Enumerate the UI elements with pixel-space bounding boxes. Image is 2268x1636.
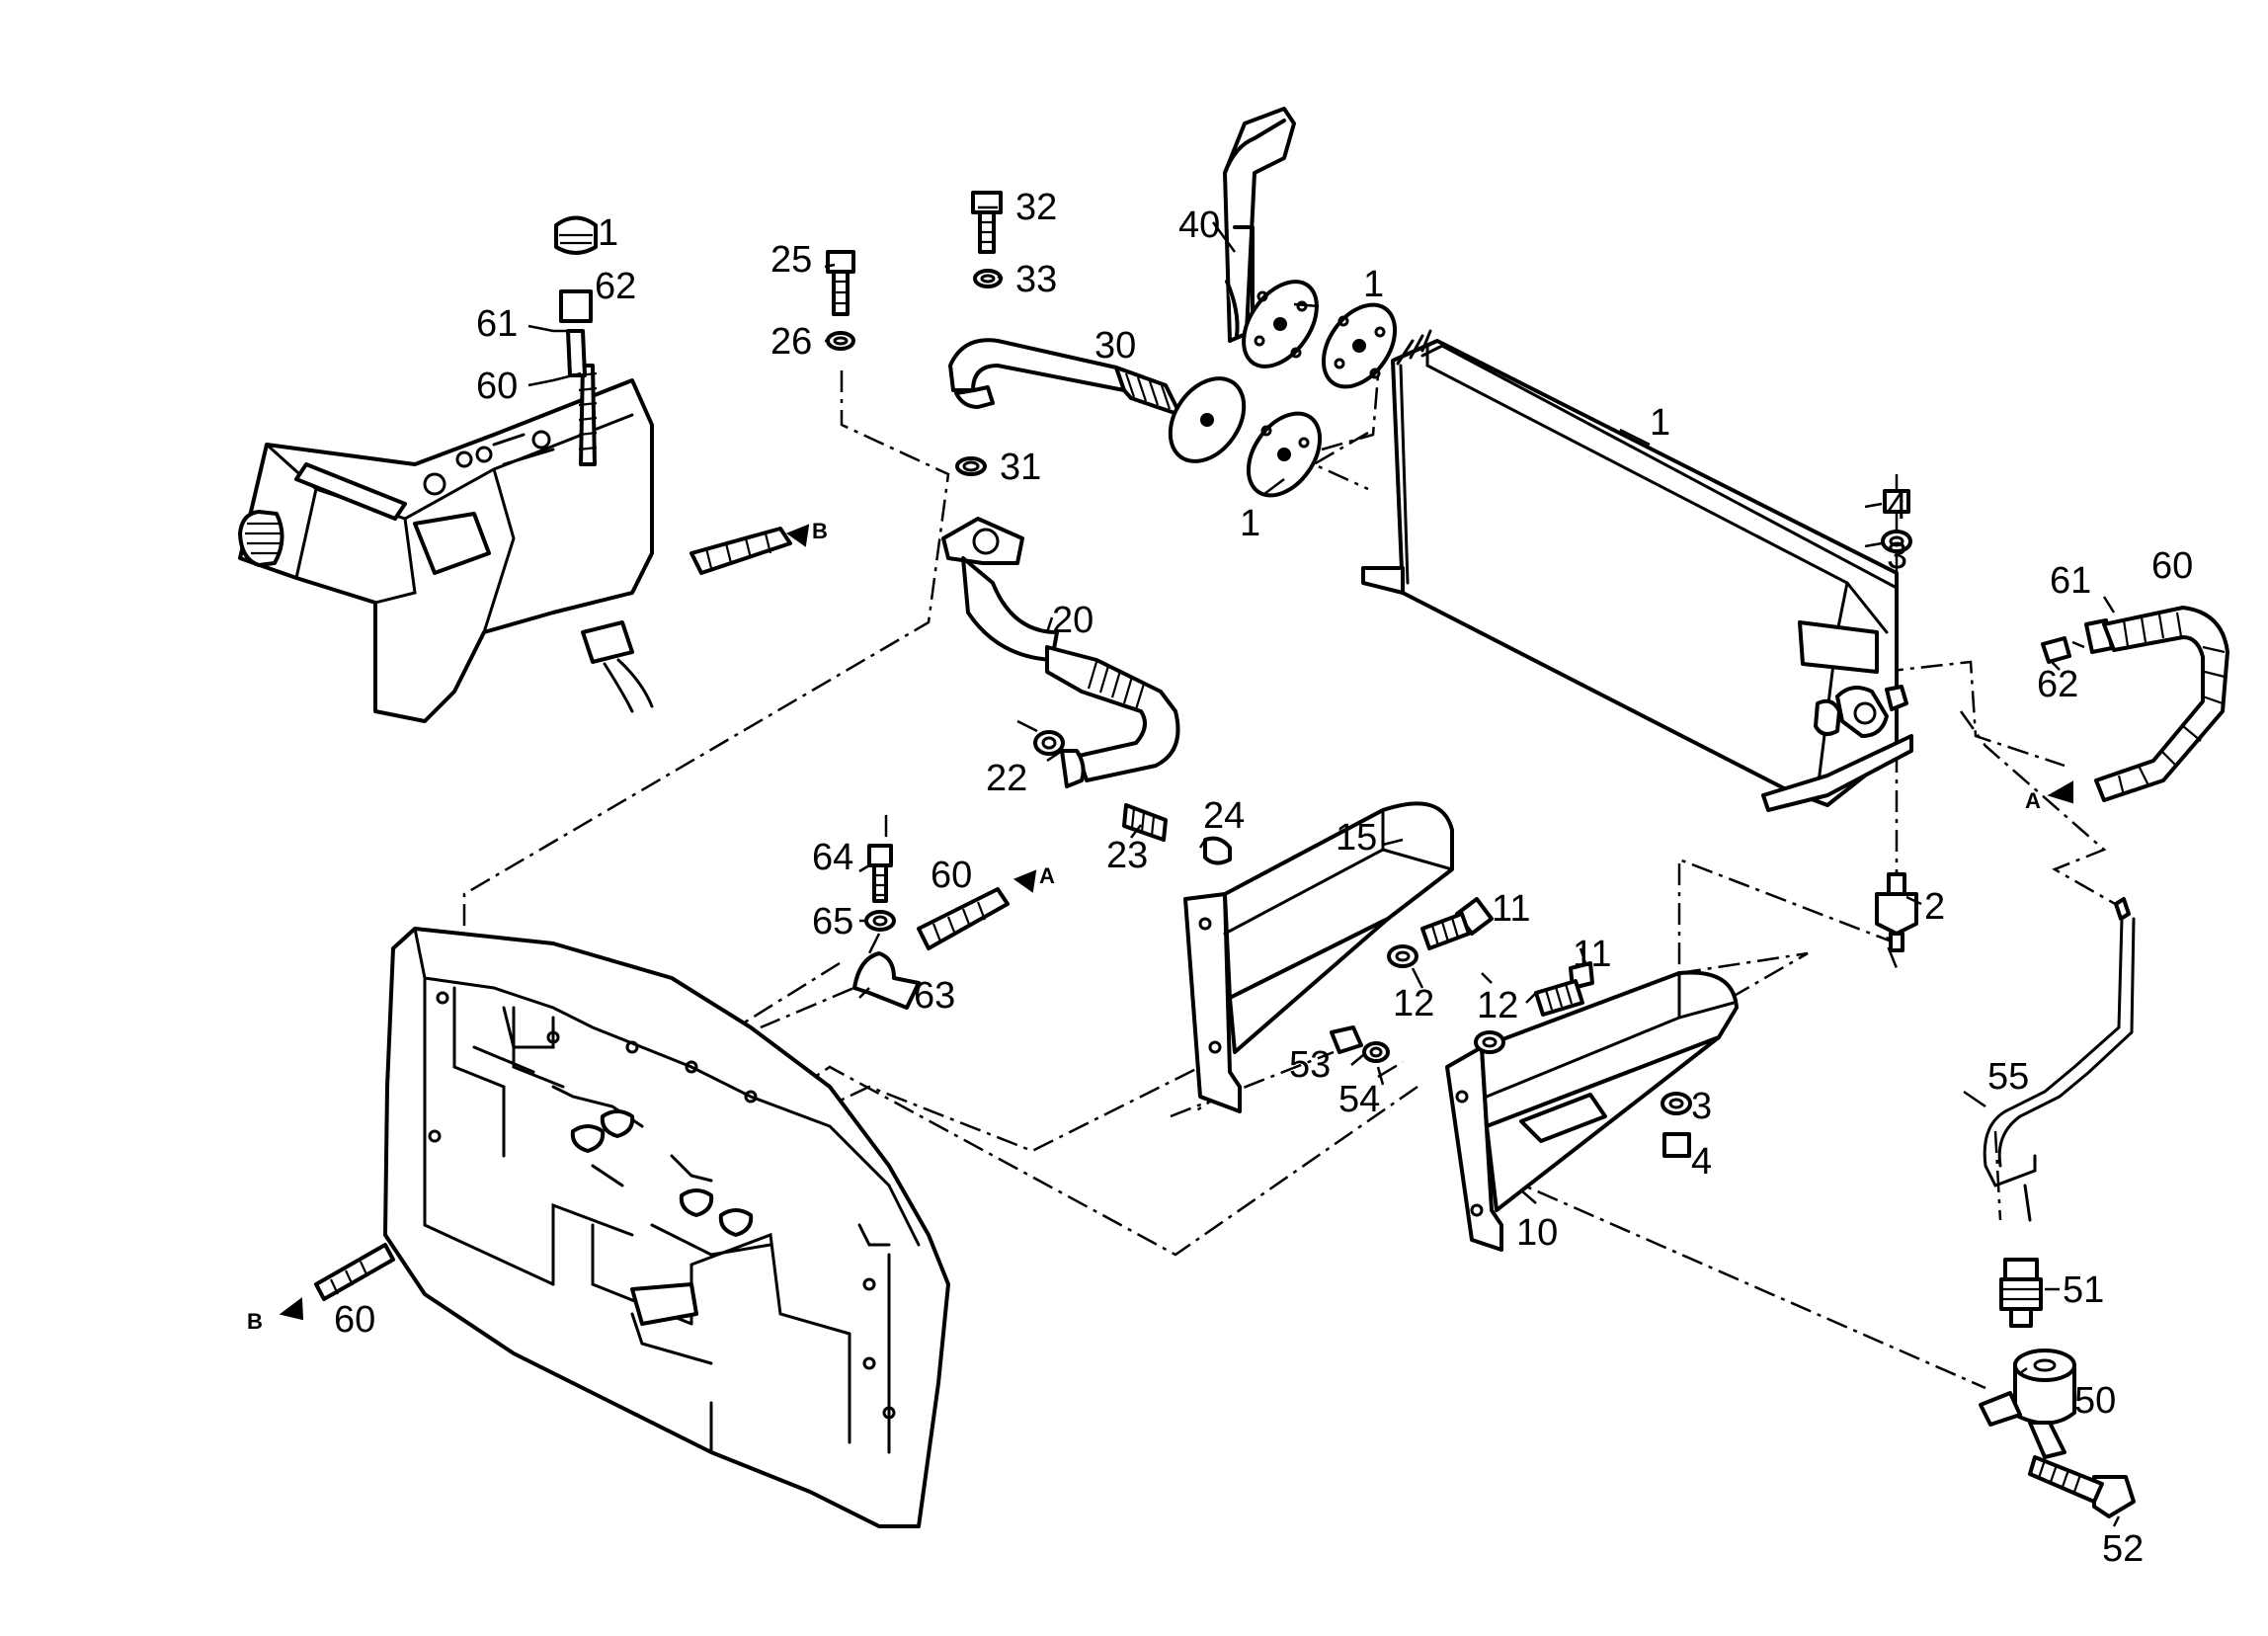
label-bolt-11-upper: 11	[1492, 888, 1530, 930]
label-bolt-11-lower: 11	[1573, 934, 1611, 975]
label-washer-65: 65	[812, 901, 853, 942]
brackets	[1183, 801, 1739, 1252]
label-washer-54: 54	[1338, 1079, 1380, 1120]
exhaust-parts	[826, 107, 1398, 865]
label-flange-upper-1: 1	[1363, 264, 1384, 305]
label-mount-2: 2	[1924, 886, 1945, 928]
label-washer-12-upper: 12	[1393, 983, 1434, 1024]
label-tank-cap: 1	[598, 212, 618, 254]
label-nut-24: 24	[1203, 795, 1245, 837]
label-hose-60-left: 60	[334, 1299, 375, 1341]
label-bolt-32: 32	[1015, 187, 1057, 228]
arrow-b-tank-label: B	[812, 519, 828, 543]
arrow-a-right-label: A	[2025, 788, 2041, 813]
arrow-b-left-label: B	[247, 1309, 263, 1334]
label-gasket-22: 22	[986, 758, 1027, 799]
label-washer-33: 33	[1015, 259, 1057, 300]
label-solenoid-50: 50	[2074, 1380, 2116, 1422]
label-flange-lower-1: 1	[1240, 503, 1260, 544]
label-insert-62-right: 62	[2037, 664, 2078, 705]
label-washer-3-top: 3	[1887, 535, 1907, 577]
label-connector-51: 51	[2063, 1269, 2104, 1311]
label-bolt-64: 64	[812, 837, 853, 878]
leader-lines	[527, 205, 2121, 1527]
label-washer-26: 26	[770, 321, 812, 363]
center-hardware	[314, 844, 1010, 1301]
label-pipe-30: 30	[1094, 325, 1136, 367]
label-nut-53: 53	[1289, 1044, 1331, 1086]
label-bracket-10: 10	[1516, 1212, 1558, 1254]
label-cable-55: 55	[1987, 1056, 2029, 1098]
label-bracket-15: 15	[1336, 817, 1377, 859]
label-stud-23: 23	[1106, 835, 1148, 876]
label-tank-pipe-end: 61	[476, 303, 518, 345]
main-frame	[383, 927, 950, 1528]
arrow-a-right: A	[2025, 780, 2073, 813]
label-heater-body-1: 1	[1650, 402, 1670, 444]
label-hose-60-mid: 60	[931, 855, 972, 896]
label-tank-insert: 62	[595, 266, 636, 307]
label-nut-4-top: 4	[1887, 486, 1907, 528]
label-exhaust-40: 40	[1178, 204, 1220, 246]
arrow-a-mid-label: A	[1039, 863, 1055, 888]
arrow-b-tank: B	[785, 519, 828, 547]
arrow-a-mid: A	[1012, 863, 1055, 893]
heater-body	[1361, 329, 1913, 812]
right-hardware	[1875, 489, 2229, 1518]
part-labels: 1 62 61 60 25 26 32 33 30 31 20 22 23 24…	[334, 187, 2193, 1570]
label-hose-end-61: 61	[2050, 560, 2091, 602]
label-tank-hose: 60	[476, 366, 518, 407]
label-washer-3-bottom: 3	[1691, 1086, 1712, 1127]
label-bolt-52: 52	[2102, 1528, 2144, 1570]
flow-arrows: B A A B	[247, 519, 2073, 1334]
fuel-tank	[238, 215, 792, 723]
label-nut-4-bottom: 4	[1691, 1141, 1712, 1183]
label-pipe-20: 20	[1052, 600, 1094, 641]
label-gasket-31: 31	[1000, 447, 1041, 488]
arrow-b-left: B	[247, 1297, 304, 1334]
label-clamp-63: 63	[914, 975, 955, 1017]
label-bolt-25: 25	[770, 239, 812, 281]
label-washer-12-lower: 12	[1477, 985, 1518, 1026]
label-hose-60-right: 60	[2151, 545, 2193, 587]
